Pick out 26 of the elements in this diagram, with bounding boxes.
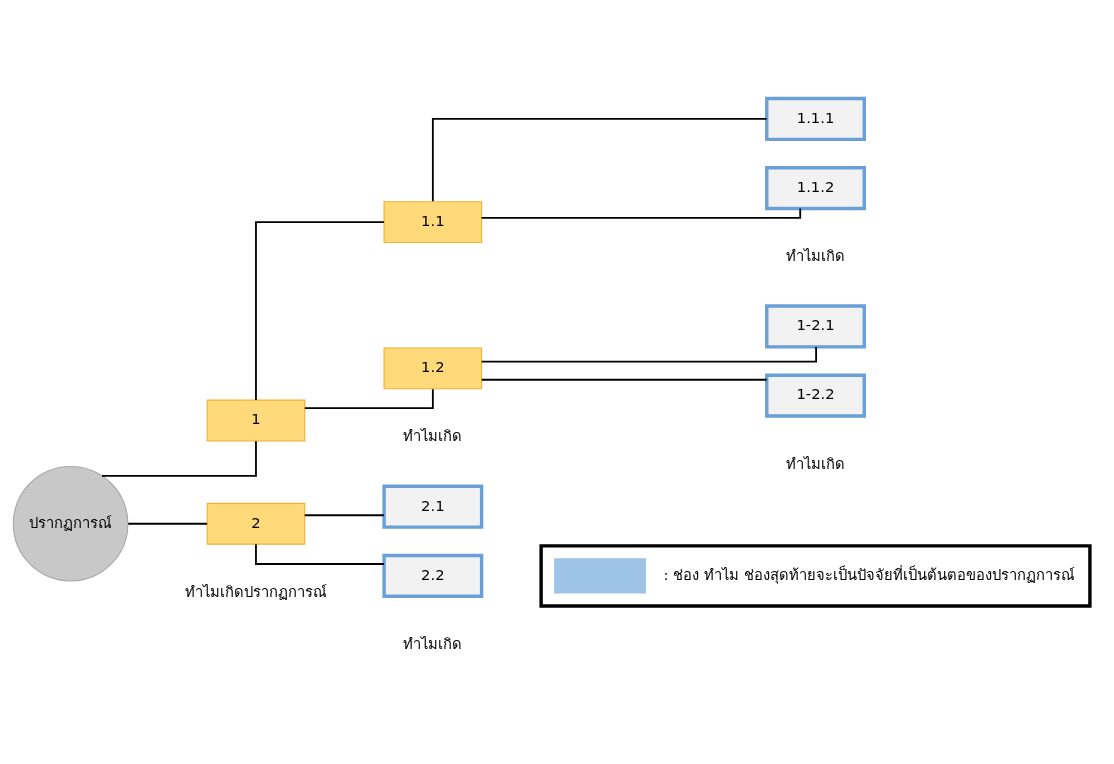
node-box: 1.2	[383, 347, 483, 390]
label: ทำไมเกิด	[403, 427, 463, 445]
connector	[480, 378, 768, 381]
node-box: 1-2.2	[765, 373, 866, 418]
connector	[431, 118, 768, 203]
connector	[303, 388, 434, 409]
connector	[480, 207, 802, 219]
node-box: 2	[206, 502, 306, 545]
node-box: 1.1	[383, 201, 483, 244]
node-circle: ปรากฏการณ์	[12, 465, 129, 582]
node-box: 1.1.2	[765, 166, 866, 211]
connector	[255, 221, 385, 401]
node-box: 1	[206, 399, 306, 442]
label: ทำไมเกิด	[786, 454, 846, 472]
connector	[255, 543, 385, 565]
node-box: 1-2.1	[765, 304, 866, 349]
connector	[101, 440, 257, 477]
legend-label: : ช่อง ทำไม ช่องสุดท้ายจะเป็นปัจจัยที่เป็นต้นตอของปรากฏการณ์	[663, 565, 1075, 583]
label: ทำไมเกิด	[403, 634, 463, 652]
node-box: 2.1	[382, 484, 484, 529]
label: ทำไมเกิด	[786, 247, 846, 265]
node-box: 1.1.1	[765, 96, 866, 142]
connector	[303, 514, 385, 517]
connector	[127, 522, 208, 525]
label: ทำไมเกิดปรากฏการณ์	[184, 582, 327, 600]
node-box: 2.2	[382, 553, 484, 598]
